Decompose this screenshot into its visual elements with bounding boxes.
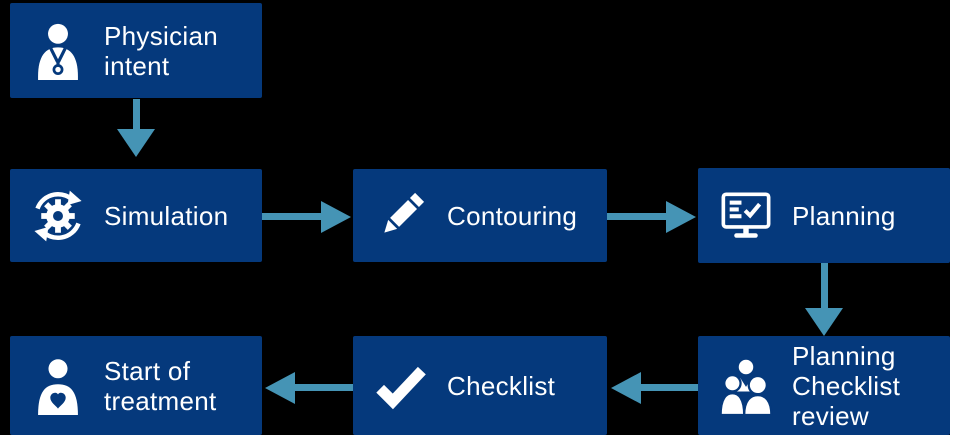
patient-heart-icon — [28, 356, 88, 416]
node-label: Physician intent — [104, 20, 218, 81]
node-planning: Planning — [698, 168, 950, 263]
node-start-of-treatment: Start of treatment — [10, 336, 262, 435]
node-label: Planning Checklist review — [792, 340, 901, 431]
team-group-icon — [716, 356, 776, 416]
node-label: Planning — [792, 200, 896, 231]
node-label: Start of treatment — [104, 355, 217, 416]
node-physician-intent: Physician intent — [10, 3, 262, 98]
node-label: Contouring — [447, 200, 578, 231]
node-contouring: Contouring — [353, 169, 607, 262]
physician-icon — [28, 21, 88, 81]
checkmark-icon — [371, 356, 431, 416]
node-label: Checklist — [447, 370, 556, 401]
monitor-checklist-icon — [716, 186, 776, 246]
gear-rotation-icon — [28, 186, 88, 246]
node-checklist: Checklist — [353, 336, 607, 435]
node-label: Simulation — [104, 200, 229, 231]
pencil-icon — [371, 186, 431, 246]
node-planning-checklist-review: Planning Checklist review — [698, 336, 950, 435]
node-simulation: Simulation — [10, 169, 262, 262]
